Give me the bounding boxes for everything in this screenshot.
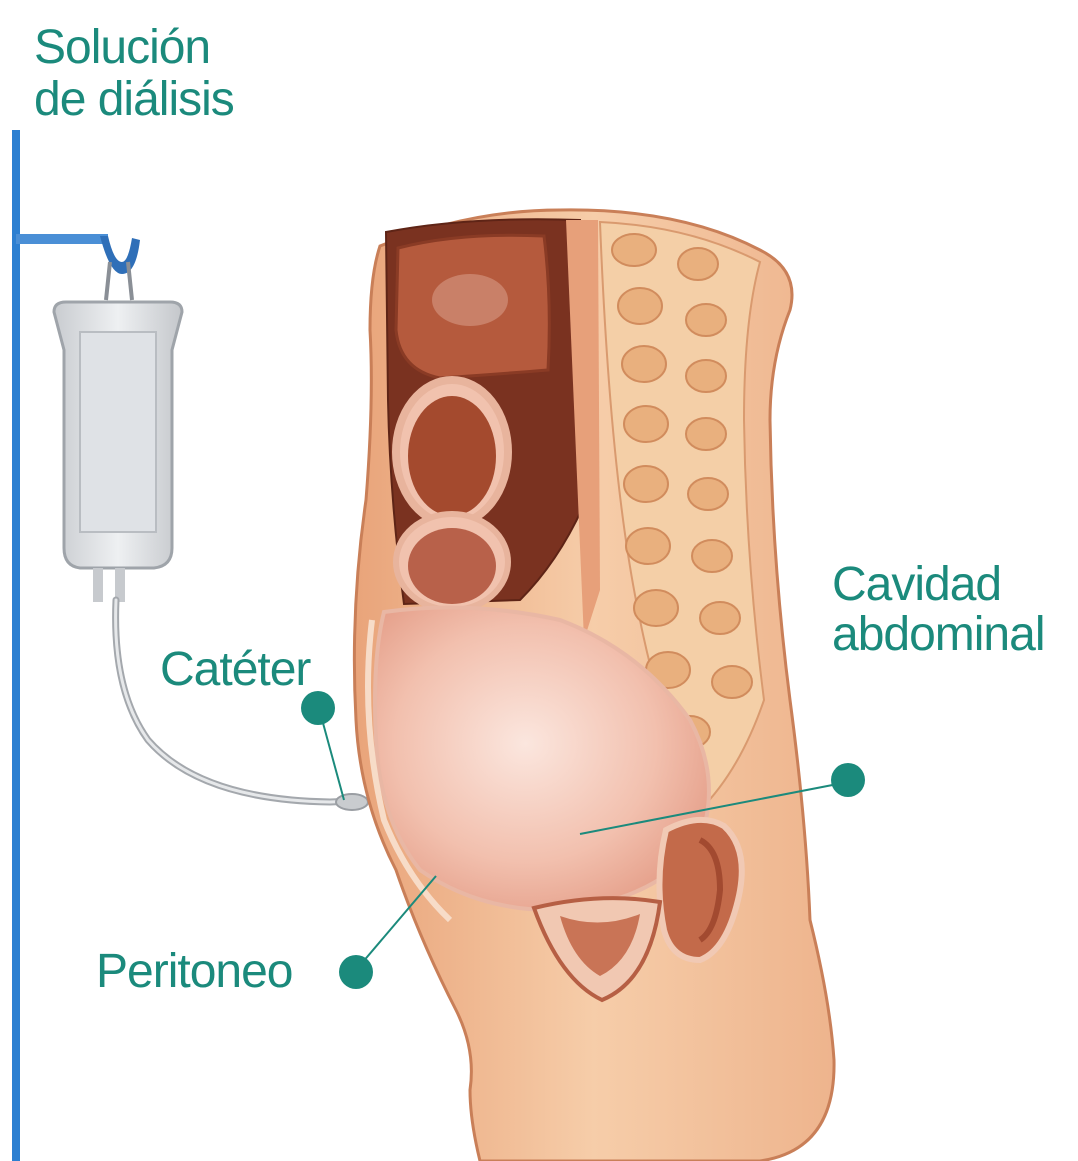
label-abdominal-cavity-line1: Cavidad xyxy=(832,560,1044,610)
callout-dot-icon xyxy=(339,955,373,989)
callout-dot-icon xyxy=(301,691,335,725)
label-abdominal-cavity: Cavidad abdominal xyxy=(832,560,1044,660)
iv-pole-icon xyxy=(12,130,140,1161)
label-dialysis-solution-line2: de diálisis xyxy=(34,74,234,126)
dialysis-bag-icon xyxy=(54,262,182,602)
label-catheter: Catéter xyxy=(160,646,310,694)
label-dialysis-solution-line1: Solución xyxy=(34,22,234,74)
label-dialysis-solution: Solución de diálisis xyxy=(34,22,234,126)
label-abdominal-cavity-line2: abdominal xyxy=(832,610,1044,660)
callout-dot-icon xyxy=(831,763,865,797)
abdomen-cross-section-icon xyxy=(354,210,834,1161)
label-peritoneum: Peritoneo xyxy=(96,948,292,996)
